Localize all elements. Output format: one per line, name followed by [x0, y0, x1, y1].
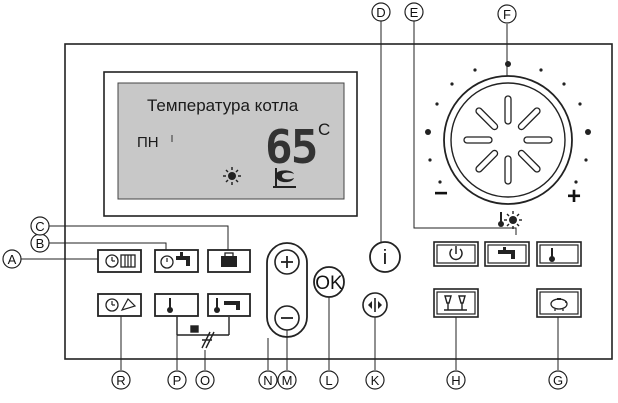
piggy-bank-icon — [550, 298, 568, 311]
callout-M: M — [277, 370, 297, 390]
callout-leaders — [19, 20, 559, 370]
callout-F: F — [497, 4, 517, 24]
knob-plus-sign: + — [567, 183, 581, 210]
key-combination-bracket — [176, 317, 230, 349]
time-program-2-button[interactable] — [97, 293, 142, 317]
knob-grips — [463, 95, 553, 185]
display-title: Температура котла — [147, 96, 299, 115]
thermometer-moon-icon — [167, 298, 181, 313]
callout-E: E — [404, 2, 424, 22]
party-button[interactable] — [433, 288, 479, 318]
dhw-tap-icon — [498, 247, 515, 259]
panel-frame — [64, 43, 613, 360]
callout-N: N — [258, 370, 278, 390]
svg-text:E: E — [410, 5, 419, 20]
separator-icon — [368, 298, 382, 312]
thermometer-moon-icon — [549, 248, 563, 262]
callout-D: D — [371, 2, 391, 22]
rotary-knob[interactable] — [443, 75, 573, 205]
flame-icon — [273, 168, 296, 188]
exit-button[interactable] — [362, 292, 388, 318]
thermometer-tap-icon — [214, 298, 240, 313]
dhw-program-button[interactable] — [154, 249, 199, 273]
economy-button[interactable] — [536, 288, 582, 318]
plus-minus-rocker — [266, 242, 308, 338]
svg-text:B: B — [36, 236, 45, 251]
svg-text:R: R — [116, 373, 125, 388]
suitcase-icon — [221, 252, 237, 267]
svg-text:C: C — [35, 219, 44, 234]
callout-K: K — [365, 370, 385, 390]
glasses-icon — [444, 295, 467, 311]
ok-label: OK — [315, 273, 343, 294]
info-button[interactable]: i — [369, 241, 401, 273]
svg-text:L: L — [325, 373, 332, 388]
display-day: ПН — [137, 134, 159, 151]
callout-L: L — [319, 370, 339, 390]
minus-button[interactable] — [274, 305, 300, 331]
clock-program-icon — [105, 254, 136, 268]
callout-G: G — [548, 370, 568, 390]
dhw-tap-icon — [160, 252, 190, 269]
knob-scale — [425, 61, 591, 184]
svg-text:M: M — [282, 373, 293, 388]
callout-P: P — [167, 370, 187, 390]
thermometer-sun-icon — [498, 211, 522, 229]
svg-text:O: O — [200, 373, 210, 388]
svg-text:G: G — [553, 373, 563, 388]
dhw-setpoint-button[interactable] — [207, 293, 251, 317]
sun-icon — [223, 167, 241, 185]
display-unit: C — [318, 120, 331, 139]
svg-text:F: F — [503, 7, 511, 22]
clock-program-icon — [105, 298, 137, 312]
callout-R: R — [111, 370, 131, 390]
dhw-only-button[interactable] — [484, 241, 530, 267]
standby-button[interactable] — [433, 241, 479, 267]
callout-H: H — [446, 370, 466, 390]
svg-text:N: N — [263, 373, 272, 388]
svg-text:H: H — [451, 373, 460, 388]
reduced-setpoint-button[interactable] — [154, 293, 199, 317]
svg-text:K: K — [371, 373, 380, 388]
heating-dhw-button[interactable] — [536, 241, 582, 267]
svg-text:A: A — [8, 252, 17, 267]
plus-button[interactable] — [274, 249, 300, 275]
svg-text:P: P — [173, 373, 182, 388]
info-label: i — [383, 247, 387, 269]
power-icon — [449, 246, 463, 261]
holiday-button[interactable] — [207, 249, 251, 273]
knob-minus-sign: − — [434, 180, 448, 207]
display-bezel — [103, 71, 358, 217]
callout-C: C — [30, 216, 50, 236]
ok-button[interactable]: OK — [313, 266, 345, 298]
callout-O: O — [195, 370, 215, 390]
time-program-button[interactable] — [97, 249, 142, 273]
callout-B: B — [30, 233, 50, 253]
display-temperature: 65 — [265, 120, 318, 174]
callout-A: A — [2, 249, 22, 269]
svg-text:D: D — [376, 5, 385, 20]
